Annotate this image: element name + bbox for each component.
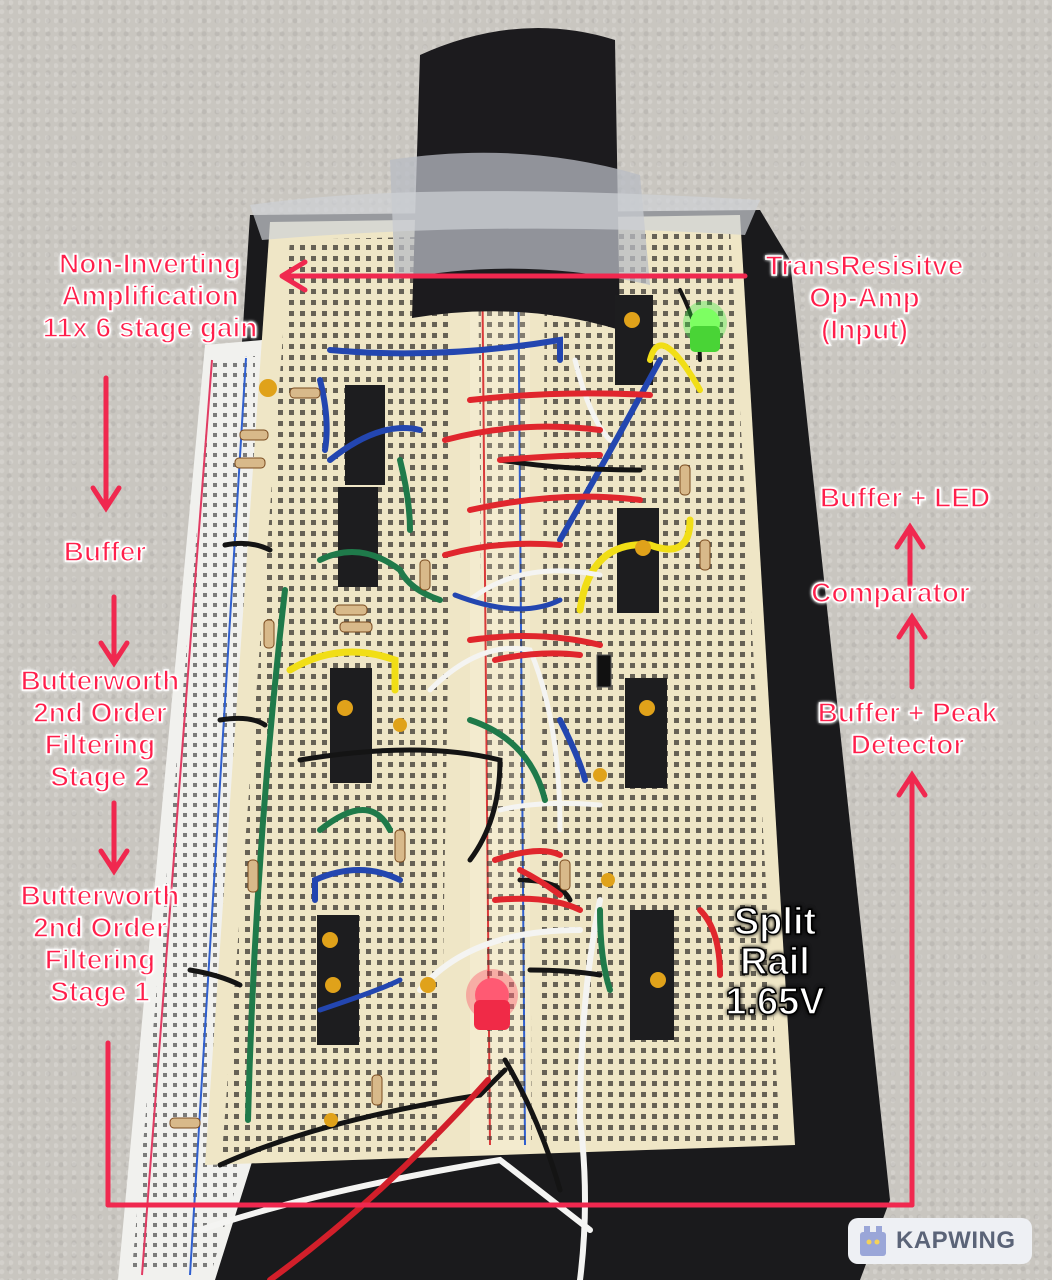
label-line: Filtering xyxy=(44,943,156,976)
label-buffer: Buffer xyxy=(63,535,147,568)
label-line: Filtering xyxy=(44,728,156,761)
label-buffer-peak: Buffer + Peak Detector xyxy=(800,696,1015,761)
red-led xyxy=(466,969,518,1030)
kapwing-logo-icon xyxy=(860,1226,886,1256)
label-line: Buffer + Peak xyxy=(817,696,998,729)
label-line: (Input) xyxy=(820,313,909,346)
label-line: Amplification xyxy=(61,279,240,312)
red-jumpers xyxy=(442,390,723,978)
label-line: 1.65V xyxy=(725,981,826,1023)
label-line: Butterworth xyxy=(20,664,180,697)
ic-chips xyxy=(317,295,674,1045)
label-line: Butterworth xyxy=(20,879,180,912)
label-split-rail: Split Rail 1.65V xyxy=(715,901,835,1023)
label-butterworth-stage2: Butterworth 2nd Order Filtering Stage 2 xyxy=(5,664,195,793)
label-butterworth-stage1: Butterworth 2nd Order Filtering Stage 1 xyxy=(5,879,195,1008)
label-non-inverting: Non-Inverting Amplification 11x 6 stage … xyxy=(10,247,290,344)
watermark-text: KAPWING xyxy=(896,1227,1016,1254)
label-line: Non-Inverting xyxy=(58,247,242,280)
label-line: 11x 6 stage gain xyxy=(42,311,258,344)
green-led xyxy=(683,301,727,352)
label-line: Stage 1 xyxy=(49,975,150,1008)
label-line: TransResisitve xyxy=(765,249,964,282)
label-line: Detector xyxy=(850,728,965,761)
label-line: Split xyxy=(733,901,817,943)
label-line: 2nd Order xyxy=(32,911,167,944)
label-buffer-led: Buffer + LED xyxy=(819,481,991,514)
label-transresistive: TransResisitve Op-Amp (Input) xyxy=(742,249,987,346)
kapwing-watermark: KAPWING xyxy=(848,1218,1032,1264)
label-line: Rail xyxy=(739,941,810,983)
label-comparator: Comparator xyxy=(810,576,970,609)
label-line: 2nd Order xyxy=(32,696,167,729)
label-line: Op-Amp xyxy=(809,281,921,314)
annotation-arrows xyxy=(90,259,928,1208)
label-line: Stage 2 xyxy=(49,760,150,793)
capacitors xyxy=(259,312,666,1127)
resistors xyxy=(169,387,711,1129)
